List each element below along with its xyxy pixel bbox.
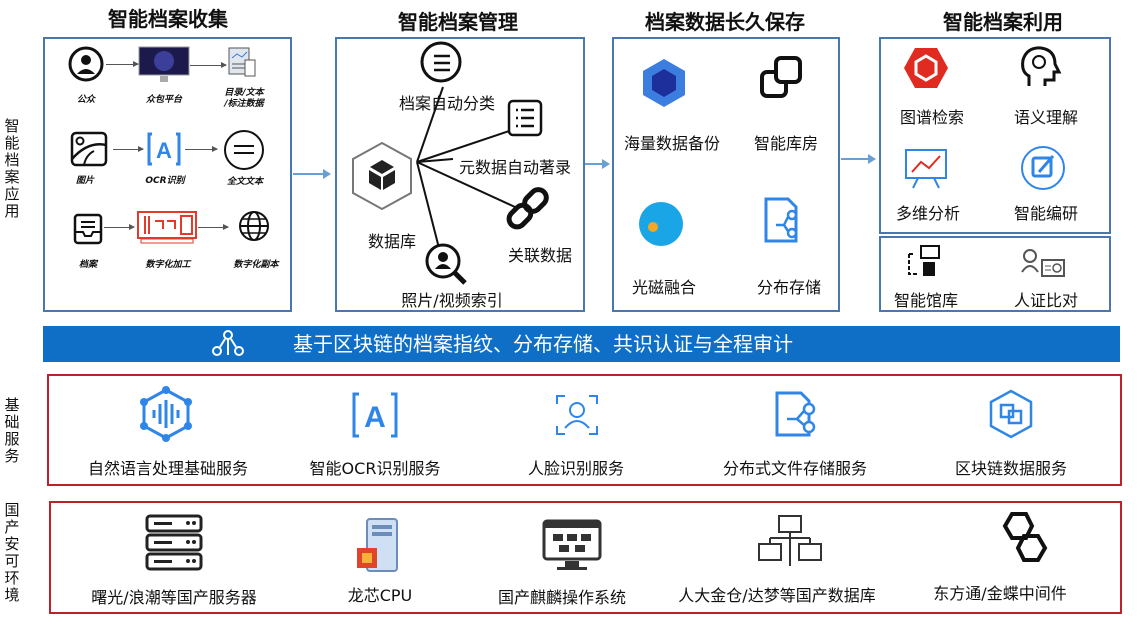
report-icon: [228, 47, 256, 77]
middleware-icon: [1002, 512, 1048, 562]
label: 数字化加工: [145, 260, 191, 270]
svg-text:A: A: [364, 401, 386, 434]
brain-head-icon: [1021, 46, 1062, 86]
use-item-graph: 图谱检索: [899, 108, 965, 127]
services-box: [47, 374, 1122, 486]
service-ocr: 智能OCR识别服务: [309, 459, 441, 478]
os-monitor-icon: [542, 519, 602, 570]
person-icon: [68, 46, 104, 82]
collect-panel: [43, 37, 292, 312]
manage-panel: [335, 37, 585, 312]
globe-icon: [239, 211, 269, 241]
use-title: 智能档案利用: [943, 10, 1063, 34]
search-person-icon: [425, 243, 467, 285]
preserve-item-storage-room: 智能库房: [753, 134, 819, 153]
edit-icon: [1021, 146, 1065, 190]
use-bottom-id-verify: 人证比对: [1013, 291, 1079, 310]
classify-icon: [420, 41, 462, 83]
manage-item-media-index: 照片/视频索引: [401, 291, 503, 310]
blockchain-bar-text: 基于区块链的档案指纹、分布存储、共识认证与全程审计: [293, 332, 793, 356]
link-lines: [416, 86, 516, 253]
use-panel-bottom: [879, 236, 1111, 312]
server-icon: [145, 514, 203, 571]
file-storage-icon: [775, 391, 816, 437]
side-label-application: 智能档案应用: [4, 117, 20, 220]
preserve-panel: [612, 37, 840, 312]
backup-icon: [643, 59, 685, 107]
ocr-service-icon: A: [352, 392, 398, 438]
manage-item-metadata: 元数据自动著录: [458, 158, 572, 177]
preserve-item-optical: 光磁融合: [631, 278, 697, 297]
use-item-semantic: 语义理解: [1013, 108, 1079, 127]
arrow: [113, 146, 144, 152]
use-item-editing: 智能编研: [1013, 204, 1079, 223]
domestic-database: 人大金仓/达梦等国产数据库: [678, 586, 876, 605]
image-icon: [70, 131, 108, 167]
inbox-icon: [73, 213, 103, 245]
database-label: 数据库: [367, 232, 417, 251]
nlp-icon: [140, 386, 192, 442]
domestic-server: 曙光/浪潮等国产服务器: [91, 588, 257, 607]
preserve-title: 档案数据长久保存: [645, 10, 805, 34]
arrow: [185, 146, 218, 152]
label: 众包平台: [145, 95, 183, 105]
manage-item-classify: 档案自动分类: [398, 94, 496, 113]
label: 公众: [76, 95, 96, 105]
label: 目录/文本 /标注数据: [224, 88, 264, 109]
label: 全文文本: [226, 177, 264, 187]
flow-arrow: [293, 169, 331, 179]
optical-magnetic-icon: [639, 202, 683, 246]
flow-arrow: [585, 159, 610, 169]
distributed-storage-icon: [764, 197, 798, 243]
graph-search-icon: [904, 48, 948, 88]
monitor-icon: [138, 46, 190, 82]
id-verify-icon: [1021, 249, 1065, 277]
link-icon: [506, 187, 549, 230]
blockchain-bar: 基于区块链的档案指纹、分布存储、共识认证与全程审计: [43, 326, 1120, 362]
arrow: [106, 61, 139, 67]
svg-text:A: A: [156, 138, 172, 163]
arrow: [104, 224, 135, 230]
blockchain-data-icon: [989, 389, 1033, 439]
service-blockchain-data: 区块链数据服务: [954, 459, 1068, 478]
ocr-icon: A: [147, 132, 181, 166]
arrow: [190, 62, 227, 68]
domestic-cpu: 龙芯CPU: [347, 586, 413, 605]
service-face: 人脸识别服务: [527, 459, 625, 478]
preserve-item-distributed: 分布存储: [756, 278, 822, 297]
preserve-item-backup: 海量数据备份: [623, 134, 721, 153]
digitization-icon: [137, 211, 197, 244]
label: OCR识别: [145, 176, 185, 186]
share-nodes-icon: [212, 330, 244, 356]
list-icon: [507, 99, 543, 137]
domestic-os: 国产麒麟操作系统: [497, 588, 627, 607]
flow-arrow: [841, 154, 876, 164]
cpu-tower-icon: [357, 518, 398, 572]
analysis-board-icon: [905, 149, 947, 189]
domestic-middleware: 东方通/金蝶中间件: [933, 584, 1067, 603]
use-bottom-archive: 智能馆库: [893, 291, 959, 310]
service-nlp: 自然语言处理基础服务: [87, 459, 249, 478]
label: 数字化副本: [233, 260, 279, 270]
smart-archive-icon: [908, 245, 940, 276]
label: 档案: [78, 260, 98, 270]
side-label-basic-services: 基础服务: [4, 396, 20, 465]
manage-item-linked: 关联数据: [507, 246, 573, 265]
label: 图片: [75, 176, 95, 186]
collect-title: 智能档案收集: [108, 7, 228, 31]
storage-room-icon: [760, 56, 802, 98]
fulltext-icon: [224, 130, 264, 170]
side-label-domestic: 国产安可环境: [4, 501, 20, 604]
domestic-box: [49, 501, 1122, 614]
arrow: [198, 224, 229, 230]
face-recognition-icon: [556, 395, 598, 435]
database-network-icon: [758, 515, 822, 566]
use-panel: [879, 37, 1111, 234]
database-icon: [352, 141, 412, 211]
use-item-analysis: 多维分析: [895, 204, 961, 223]
manage-title: 智能档案管理: [398, 10, 518, 34]
service-file-storage: 分布式文件存储服务: [722, 459, 868, 478]
